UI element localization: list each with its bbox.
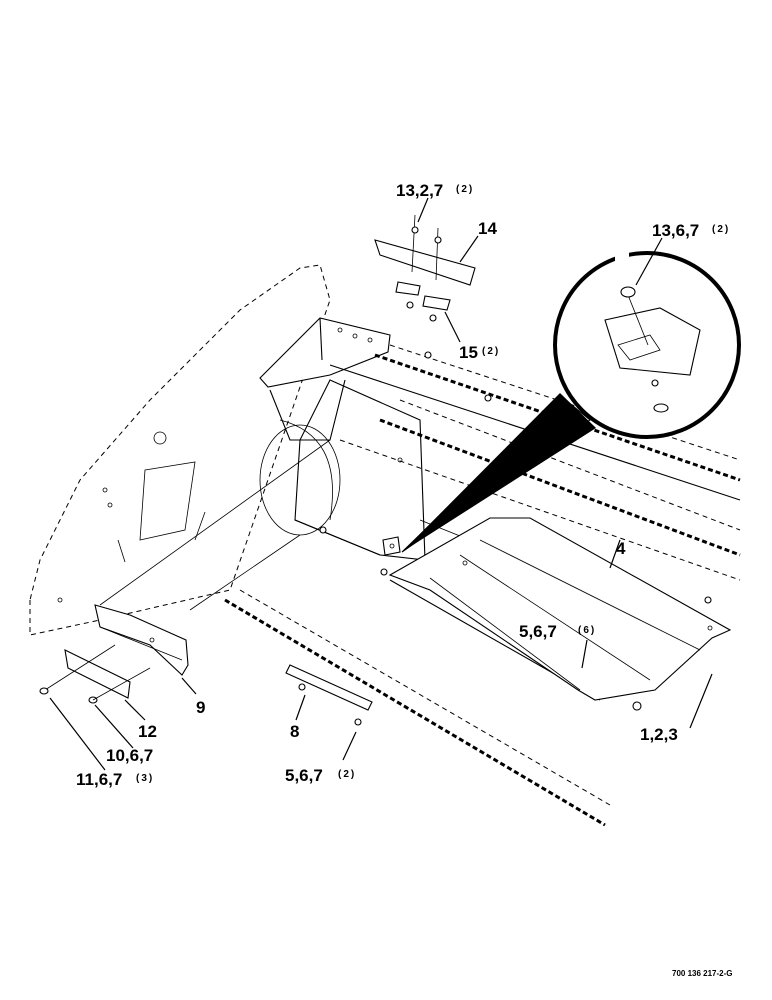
strap-8	[285, 664, 373, 726]
leader-lines	[49, 197, 713, 771]
shield-4	[388, 517, 732, 701]
inner-panel	[259, 379, 426, 561]
detail-circle	[401, 250, 741, 553]
callout-11-6-7: 11,6,7	[76, 770, 122, 789]
callout-5-6-7-shield-qty: (6)	[578, 625, 596, 636]
callout-4: 4	[616, 539, 626, 558]
callout-15: 15	[459, 343, 478, 362]
cover-9	[94, 604, 189, 676]
callout-9: 9	[196, 698, 205, 717]
callout-12: 12	[138, 722, 157, 741]
plate-12	[39, 644, 151, 704]
side-panel	[29, 264, 331, 636]
callout-14: 14	[478, 219, 497, 238]
callouts: 13,2,7 (2) 14 15 (2) 13,6,7 (2) 4 5,6,7 …	[76, 181, 733, 978]
upper-frame-bracket	[259, 317, 391, 441]
frame-clip	[382, 536, 401, 556]
figure-number: 700 136 217-2-G	[672, 969, 733, 978]
callout-13-6-7: 13,6,7	[652, 221, 699, 240]
callout-13-6-7-qty: (2)	[712, 224, 730, 235]
callout-15-qty: (2)	[482, 346, 500, 357]
callout-13-2-7: 13,2,7	[396, 181, 443, 200]
callout-10-6-7: 10,6,7	[106, 746, 153, 765]
callout-1-2-3: 1,2,3	[640, 725, 678, 744]
shield-14	[374, 214, 476, 322]
callout-8: 8	[290, 722, 299, 741]
callout-5-6-7-strap: 5,6,7	[285, 766, 323, 785]
callout-13-2-7-qty: (2)	[456, 184, 474, 195]
callout-11-6-7-qty: (3)	[136, 773, 154, 784]
callout-5-6-7-shield: 5,6,7	[519, 622, 557, 641]
callout-5-6-7-strap-qty: (2)	[338, 769, 356, 780]
